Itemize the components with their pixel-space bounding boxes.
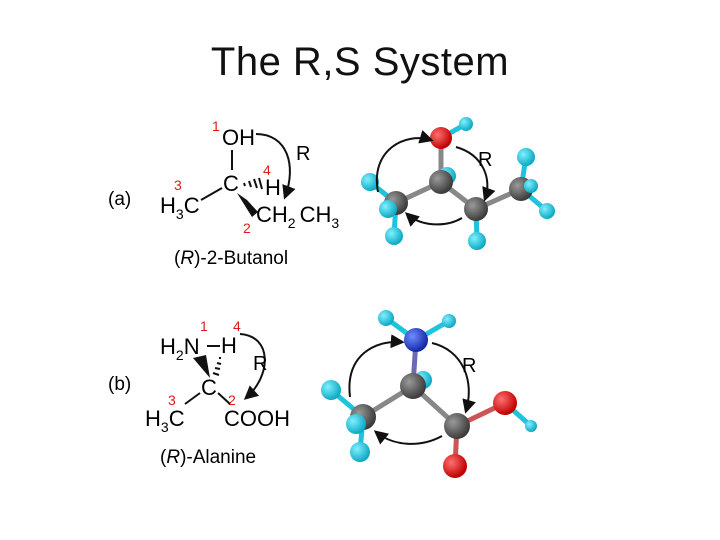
atom-h-sphere	[468, 232, 486, 250]
rotation-arrow-a	[255, 133, 296, 200]
caption-b: (R)-Alanine	[160, 447, 256, 468]
panel-b-model: R	[321, 310, 537, 478]
panel-b-label: (b)	[108, 374, 131, 395]
model-rotation-arrow-a	[375, 130, 434, 193]
panel-a-label: (a)	[108, 189, 131, 210]
atom-c-center: C	[223, 171, 239, 196]
model-rotation-arrow-a	[455, 146, 496, 202]
hashed-bond-h	[243, 177, 263, 190]
priority-1: 1	[200, 318, 208, 334]
model-rotation-arrow-b	[348, 334, 405, 398]
model-rotation-label-b: R	[462, 355, 476, 377]
panel-a-model: R	[361, 117, 555, 250]
atom-h-sphere	[379, 200, 397, 218]
rotation-arrow-b	[239, 333, 266, 400]
panel-b-structure: (b) 1 4 H2N H C 3 2 H3C COOH R (R)-Alani…	[108, 318, 290, 468]
atom-h-sphere	[346, 414, 366, 434]
wedge-bond-ch2	[237, 193, 258, 217]
atom-h-right: H	[221, 333, 237, 358]
atom-o-sphere	[443, 454, 467, 478]
atom-c-sphere	[400, 373, 426, 399]
priority-3: 3	[168, 392, 176, 408]
atom-h-sphere	[517, 148, 535, 166]
priority-4: 4	[263, 162, 271, 178]
atom-h-sphere	[385, 227, 403, 245]
atom-h-sphere	[525, 420, 537, 432]
atom-c-center: C	[201, 375, 217, 400]
atom-n-sphere	[404, 328, 428, 352]
atom-c-sphere	[464, 197, 488, 221]
priority-4: 4	[233, 318, 241, 334]
wedge-bond-n	[193, 355, 210, 378]
model-rotation-arrow-b	[431, 342, 476, 414]
atom-o-sphere	[430, 127, 452, 149]
model-rotation-arrow-b	[373, 430, 443, 445]
atom-h3c: H3C	[160, 193, 200, 222]
priority-1: 1	[212, 118, 220, 134]
atom-h-sphere	[321, 380, 341, 400]
atom-h2n: H2N	[160, 334, 200, 363]
atom-cooh: COOH	[224, 406, 290, 431]
bond-c-cooh	[217, 392, 231, 405]
model-rotation-arrow-a	[404, 212, 463, 227]
page-title: The R,S System	[210, 40, 510, 84]
atom-h-sphere	[361, 173, 379, 191]
priority-3: 3	[174, 177, 182, 193]
atom-c-sphere	[444, 413, 470, 439]
model-rotation-label-a: R	[478, 149, 492, 171]
hashed-bond-h	[212, 357, 222, 376]
atom-h-sphere	[524, 179, 538, 193]
atom-h3c: H3C	[145, 406, 185, 435]
atom-h-sphere	[350, 442, 370, 462]
atom-h-right: H	[265, 175, 281, 200]
atom-oh: OH	[222, 125, 255, 150]
bond-c-ch3	[184, 392, 201, 405]
atom-c-sphere	[429, 170, 453, 194]
atom-o-sphere	[493, 391, 517, 415]
rotation-label-a: R	[296, 143, 310, 165]
priority-2: 2	[228, 392, 236, 408]
caption-a: (R)-2-Butanol	[174, 248, 288, 269]
atom-h-sphere	[378, 310, 394, 326]
rotation-label-b: R	[253, 353, 267, 375]
atom-h-sphere	[442, 314, 456, 328]
atom-h-sphere	[539, 203, 555, 219]
priority-2: 2	[243, 220, 251, 236]
atom-h-sphere	[459, 117, 473, 131]
bond-c-ch3	[200, 187, 223, 201]
